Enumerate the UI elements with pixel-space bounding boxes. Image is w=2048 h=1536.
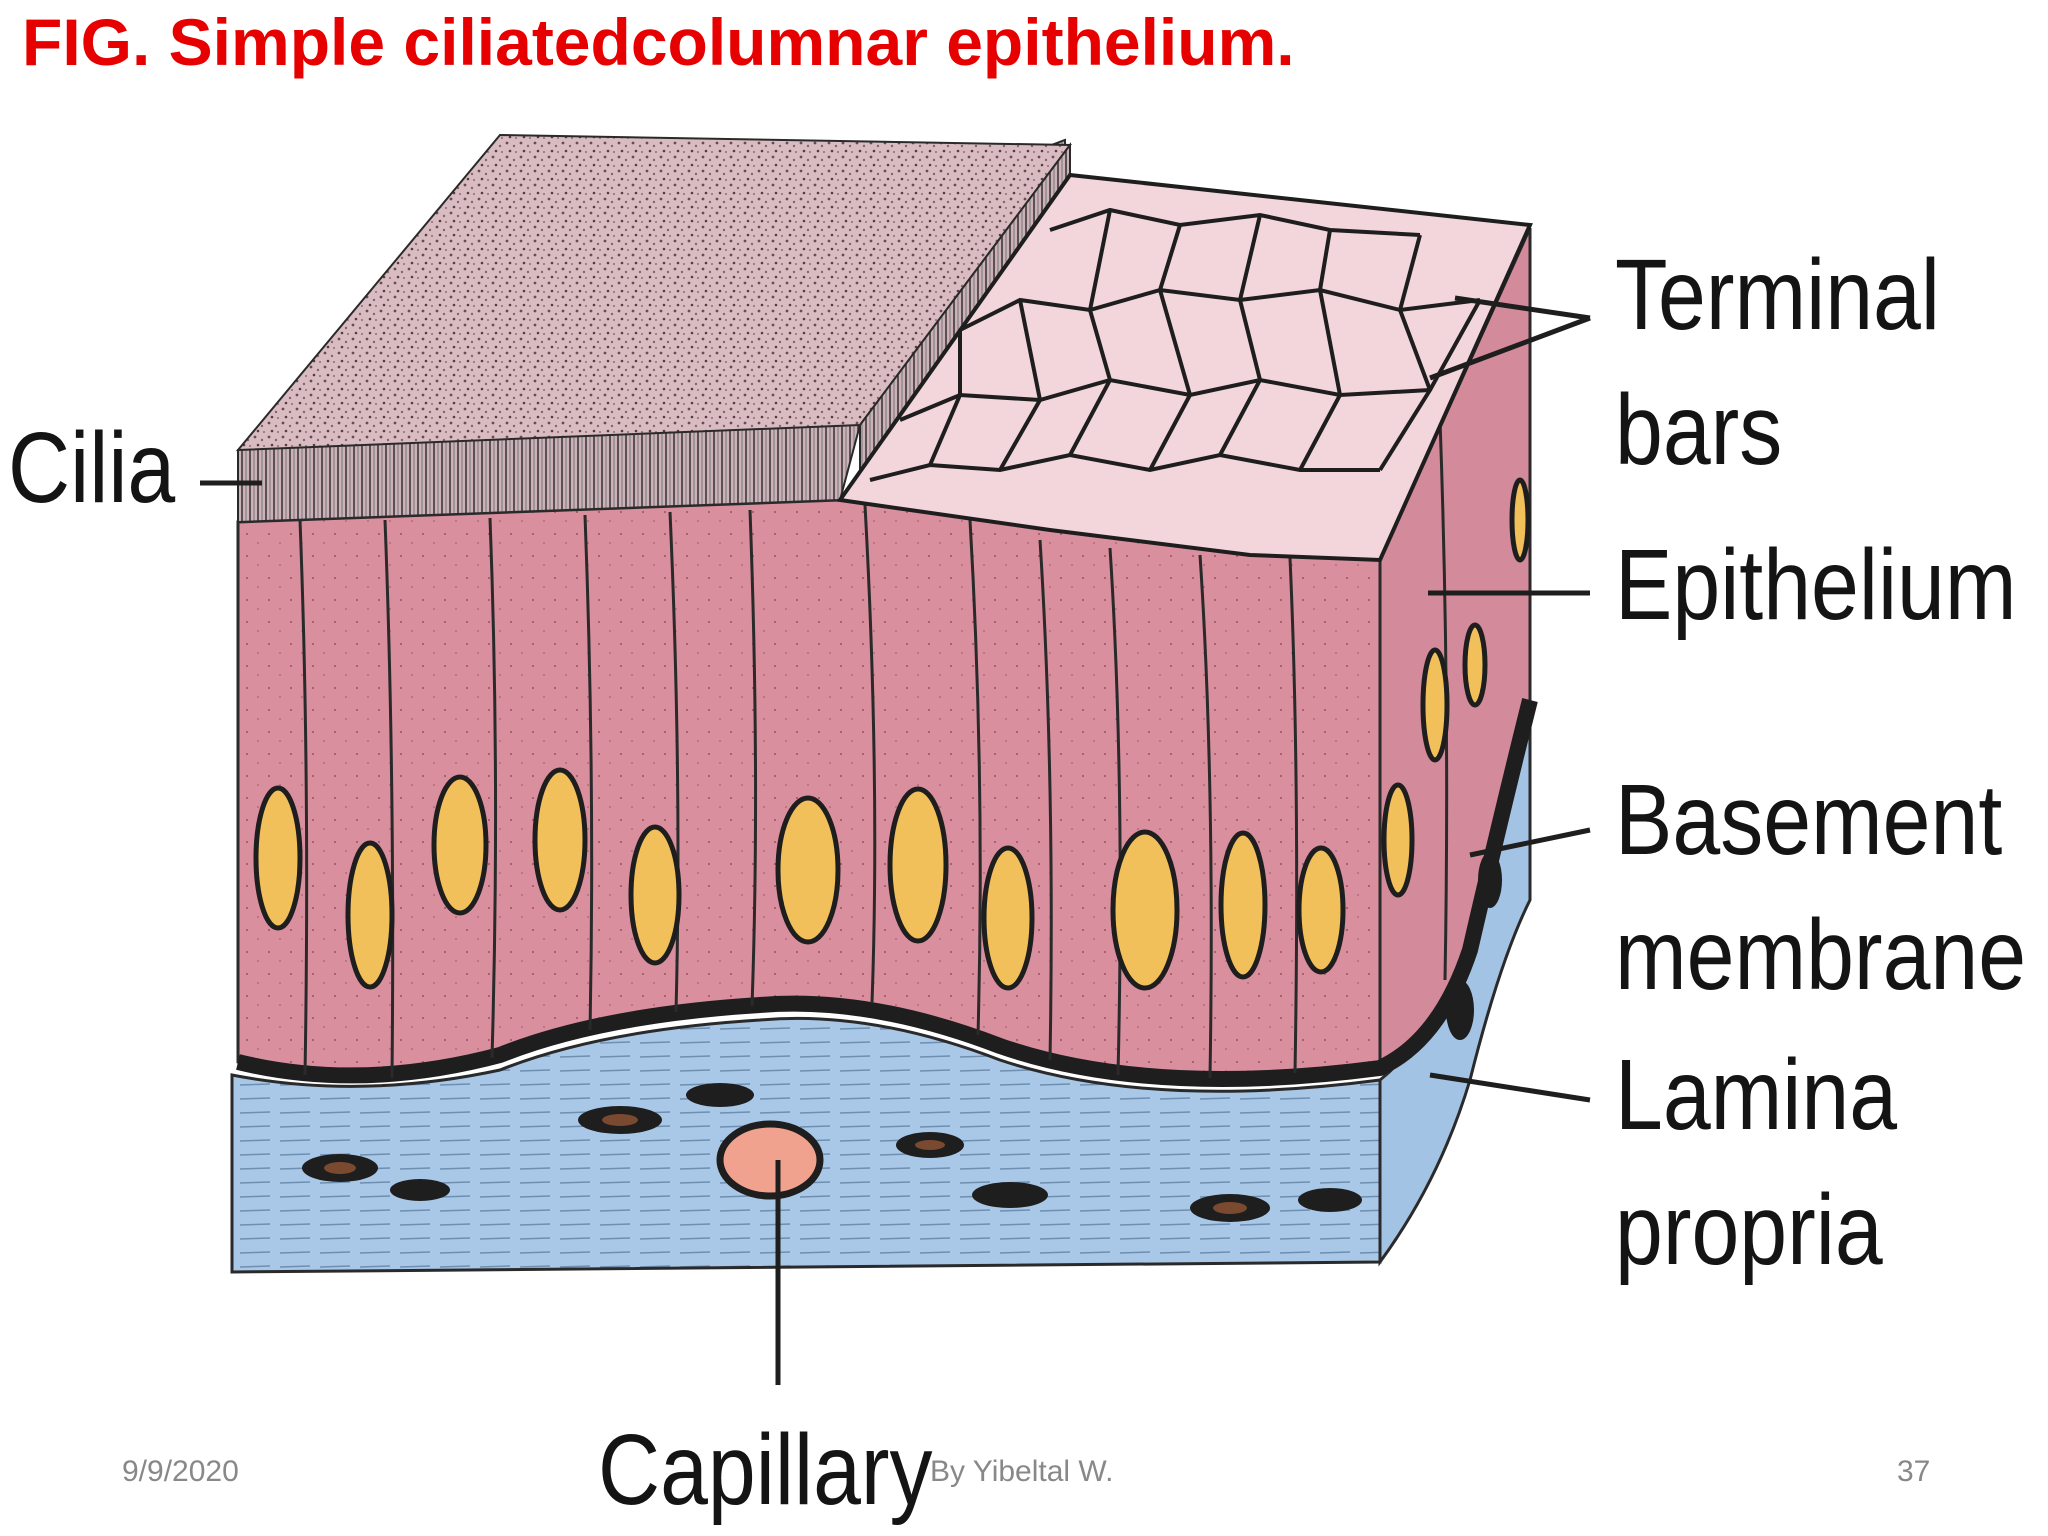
basement-membrane: [236, 698, 1538, 1087]
label-capillary: Capillary: [598, 1414, 933, 1526]
footer-date: 9/9/2020: [122, 1455, 239, 1488]
lamina-cells: [302, 852, 1502, 1222]
leader-lines: [200, 295, 1591, 1385]
label-basement-line2: membrane: [1615, 899, 2027, 1011]
label-epithelium: Epithelium: [1615, 529, 2017, 641]
footer-author: By Yibeltal W.: [930, 1455, 1114, 1488]
lamina-cells-highlight: [324, 1114, 1247, 1214]
slide-title: FIG. Simple ciliatedcolumnar epithelium.: [22, 5, 1295, 79]
lamina-propria-leader: [1429, 1072, 1591, 1103]
cell-boundaries: [298, 419, 1449, 1079]
label-terminal-line2: bars: [1615, 374, 1783, 486]
label-basement-line1: Basement: [1615, 764, 2003, 876]
nuclei: [253, 477, 1531, 991]
terminal-bars-leader-1: [1454, 295, 1591, 321]
terminal-bars-leader-2: [1429, 315, 1591, 381]
footer-page-number: 37: [1897, 1455, 1931, 1488]
capillary-vessel: [716, 1120, 824, 1200]
terminal-bar-surface: [836, 172, 1533, 563]
label-cilia: Cilia: [8, 412, 176, 524]
terminal-bar-mesh: [869, 207, 1482, 482]
label-lamina-line1: Lamina: [1615, 1039, 1898, 1151]
label-lamina-line2: propria: [1615, 1174, 1883, 1286]
label-terminal-line1: Terminal: [1615, 239, 1940, 351]
basement-membrane-leader: [1469, 827, 1591, 858]
